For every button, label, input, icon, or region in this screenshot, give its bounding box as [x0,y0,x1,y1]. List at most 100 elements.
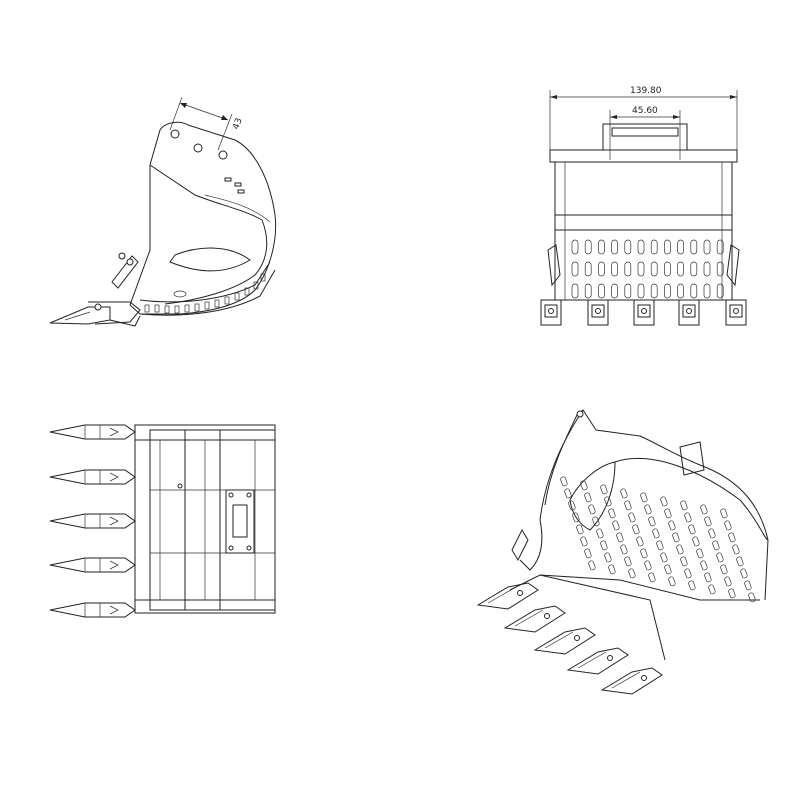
slot [628,568,636,579]
slot [588,560,596,571]
slot [568,500,576,511]
slot [680,556,688,567]
slot [720,508,728,519]
slot [571,261,579,277]
slot [728,532,736,543]
slot [628,512,636,523]
slot [637,283,645,299]
slot [648,516,656,527]
tooth [678,299,700,326]
slot [716,552,724,563]
side-slots [144,273,266,314]
side-view: 43 [49,96,277,327]
tooth [49,513,136,529]
front-teeth [540,299,747,326]
iso-teeth [476,582,663,695]
slot [688,580,696,591]
slot [728,588,736,599]
slot [704,572,712,583]
slot [712,540,720,551]
slot [660,552,668,563]
slot [598,283,605,299]
slot [592,516,600,527]
slot [640,492,648,503]
slot [724,576,732,587]
slot [720,564,728,575]
iso-slots [560,476,756,603]
tooth [540,299,562,326]
slot [716,261,724,277]
dimension-45-60-label: 45.60 [632,106,658,116]
slot [598,239,605,255]
slot [611,261,618,277]
slot [690,261,698,277]
slot [604,496,612,507]
slot [598,261,605,277]
slot [564,488,572,499]
slot [740,568,748,579]
top-teeth [49,424,136,618]
slot [700,560,708,571]
slot [571,283,579,299]
slot [584,492,592,503]
slot [636,536,644,547]
slot [624,261,632,277]
slot [584,239,592,255]
slot [584,548,592,559]
slot [650,261,658,277]
slot [703,261,711,277]
slot [644,504,652,515]
slot [690,283,698,299]
slot [676,544,684,555]
slot [688,524,696,535]
slot [620,488,628,499]
slot [690,239,698,255]
slot [656,540,664,551]
slot [660,496,668,507]
tooth [49,469,136,485]
slot [748,592,756,603]
slot [677,283,684,299]
slot [624,556,632,567]
slot [580,480,588,491]
slot [704,516,712,527]
slot [611,283,618,299]
dimension-139-80-label: 139.80 [630,86,662,96]
slot [584,283,592,299]
slot [680,500,688,511]
slot [716,283,724,299]
tooth [49,602,136,618]
slot [668,520,676,531]
slot [677,239,684,255]
slot [703,239,711,255]
slot [560,476,568,487]
slot [604,552,612,563]
slot [632,524,640,535]
dimension-45-60: 45.60 [609,106,681,160]
slot [708,528,716,539]
slot [596,528,604,539]
tooth [633,299,655,326]
slot [677,261,684,277]
slot [664,239,671,255]
slot [637,261,645,277]
tooth [566,647,629,675]
slot [608,508,616,519]
slot [584,261,592,277]
slot [620,544,628,555]
slot [650,283,658,299]
slot [580,536,588,547]
dimension-139-80: 139.80 [549,86,738,150]
front-view: 139.80 45.60 [540,86,747,326]
slot [724,520,732,531]
slot [664,564,672,575]
slot [652,528,660,539]
slot [624,239,632,255]
dimension-43-label: 43 [231,117,244,131]
slot [588,504,596,515]
tooth [49,424,136,440]
tooth [587,299,609,326]
slot [736,556,744,567]
slot [600,484,608,495]
